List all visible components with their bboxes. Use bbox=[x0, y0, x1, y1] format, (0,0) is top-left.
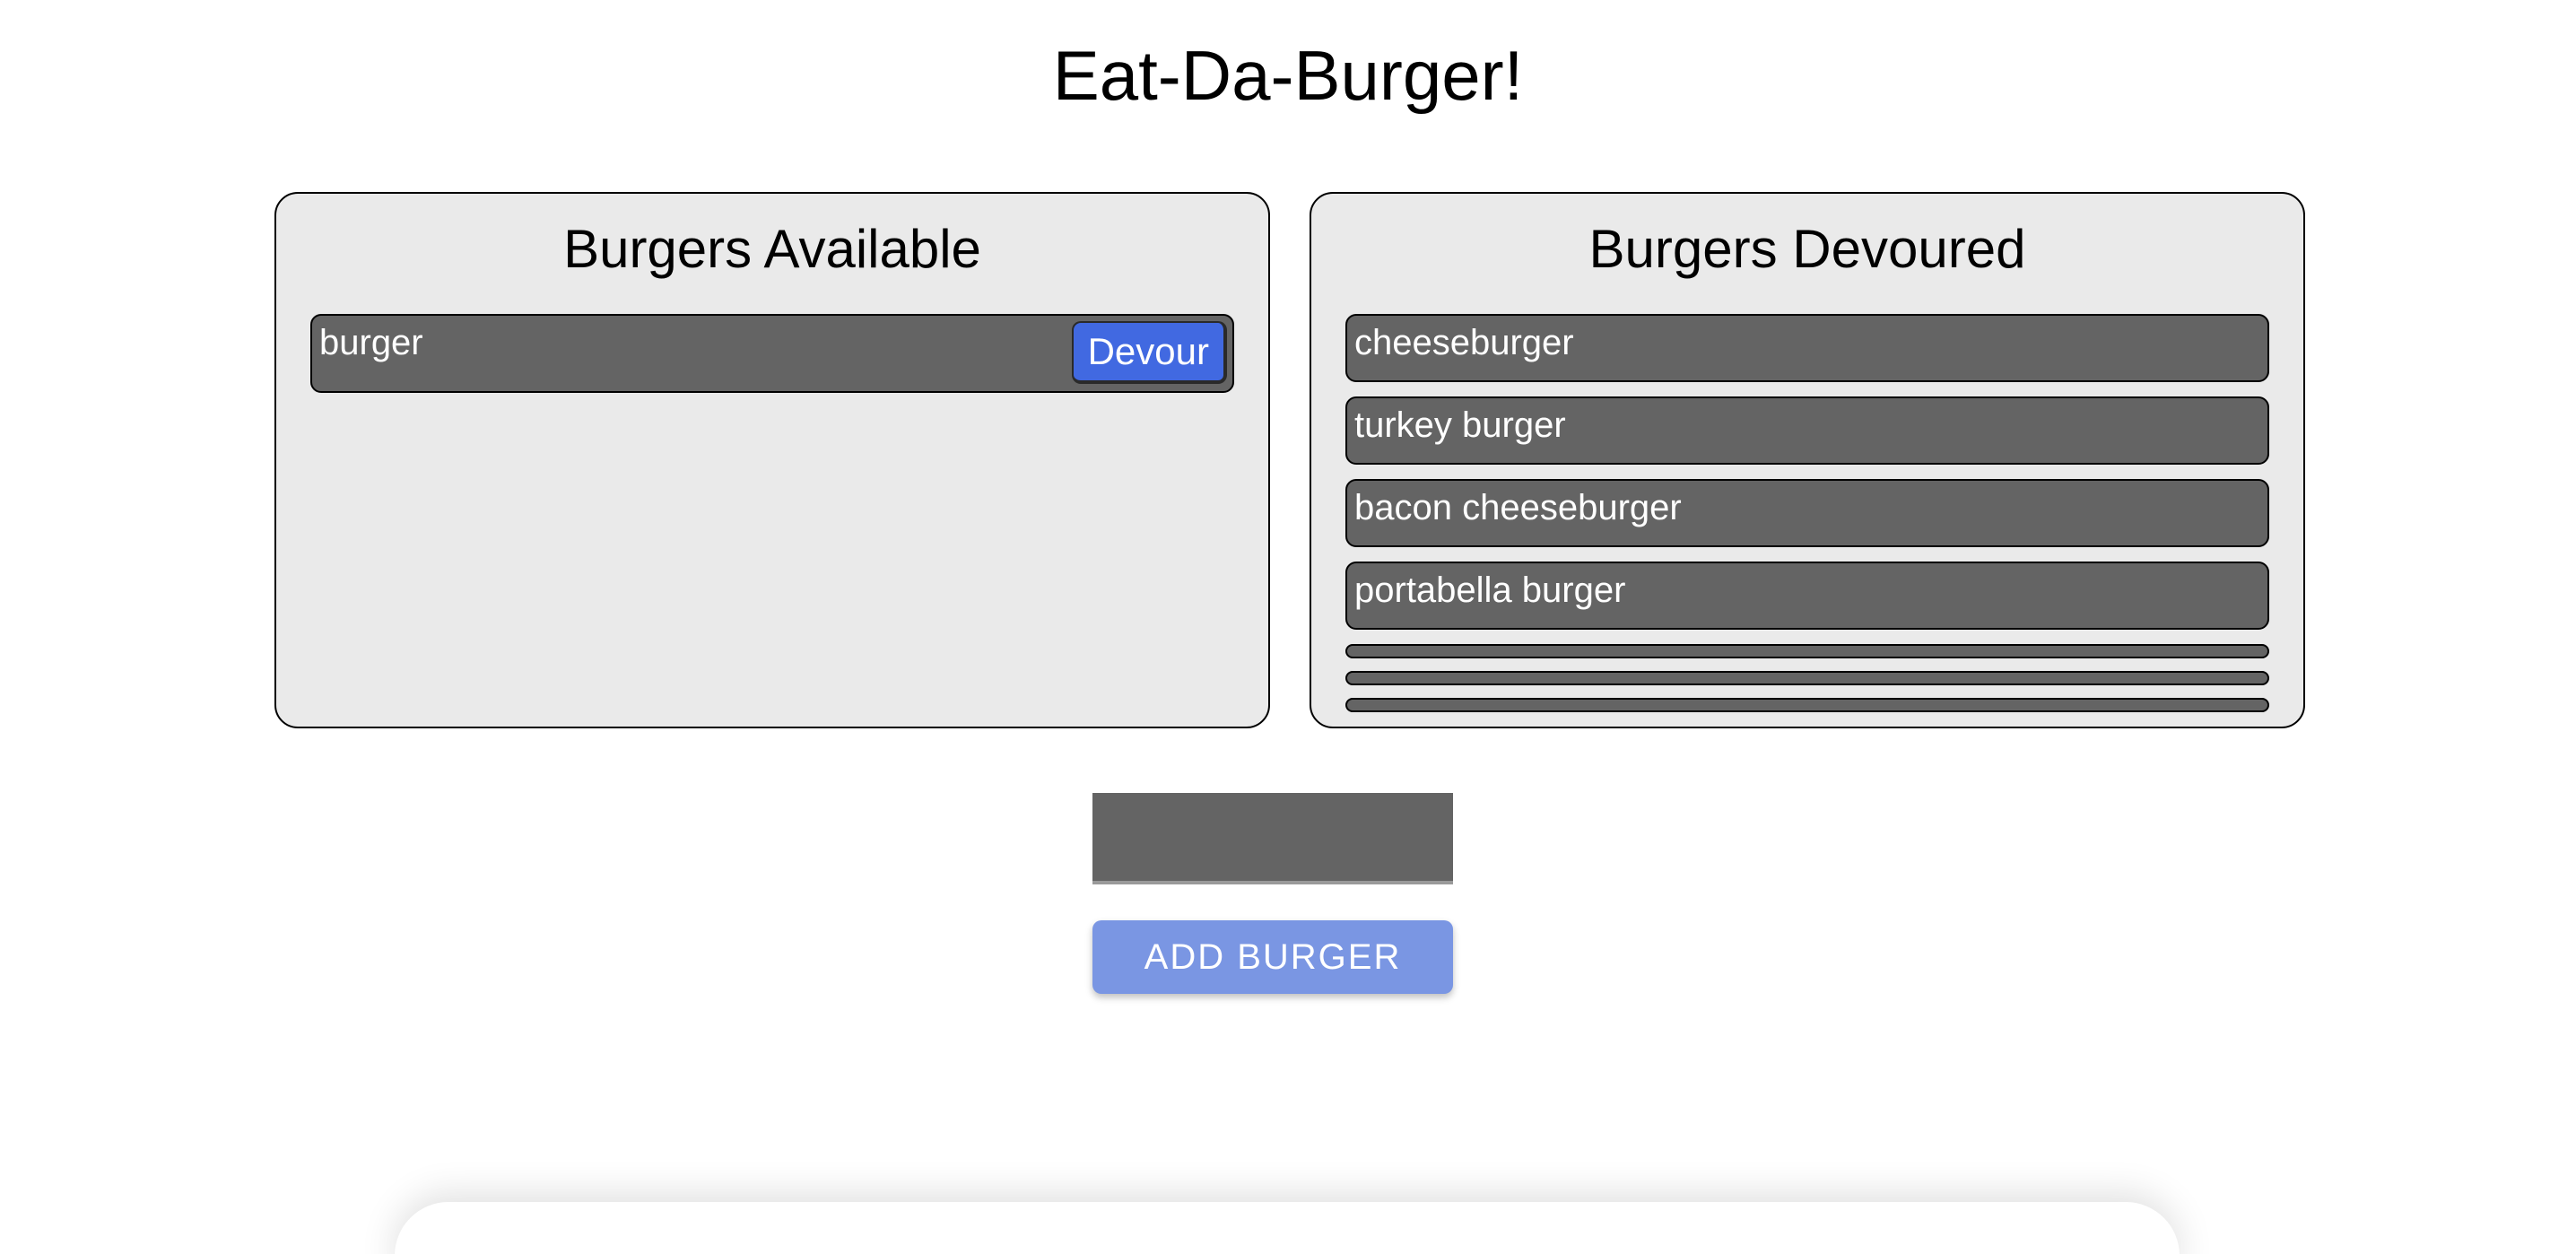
burgers-available-title: Burgers Available bbox=[563, 219, 981, 279]
devour-button[interactable]: Devour bbox=[1071, 321, 1227, 384]
burger-name: burger bbox=[319, 323, 423, 362]
list-item: turkey burger bbox=[1345, 396, 2269, 465]
page-title: Eat-Da-Burger! bbox=[1052, 36, 1524, 115]
burger-name-input[interactable] bbox=[1092, 793, 1453, 884]
list-item-empty bbox=[1345, 644, 2269, 658]
list-item: portabella burger bbox=[1345, 562, 2269, 630]
list-item-empty bbox=[1345, 698, 2269, 712]
add-burger-button[interactable]: ADD BURGER bbox=[1092, 920, 1453, 994]
list-item: bacon cheeseburger bbox=[1345, 479, 2269, 547]
burgers-devoured-list: cheeseburger turkey burger bacon cheeseb… bbox=[1345, 314, 2269, 725]
burger-name: bacon cheeseburger bbox=[1354, 488, 1682, 527]
list-item: cheeseburger bbox=[1345, 314, 2269, 382]
burgers-devoured-title: Burgers Devoured bbox=[1588, 219, 2026, 279]
burgers-devoured-panel: Burgers Devoured cheeseburger turkey bur… bbox=[1310, 192, 2305, 728]
burgers-available-panel: Burgers Available burger Devour bbox=[274, 192, 1270, 728]
burger-name: cheeseburger bbox=[1354, 323, 1574, 362]
burger-name: portabella burger bbox=[1354, 570, 1626, 610]
burgers-available-list: burger Devour bbox=[310, 314, 1234, 407]
list-item: burger Devour bbox=[310, 314, 1234, 393]
burger-name: turkey burger bbox=[1354, 405, 1566, 445]
list-item-empty bbox=[1345, 671, 2269, 685]
footer-shadow bbox=[395, 1202, 2180, 1254]
